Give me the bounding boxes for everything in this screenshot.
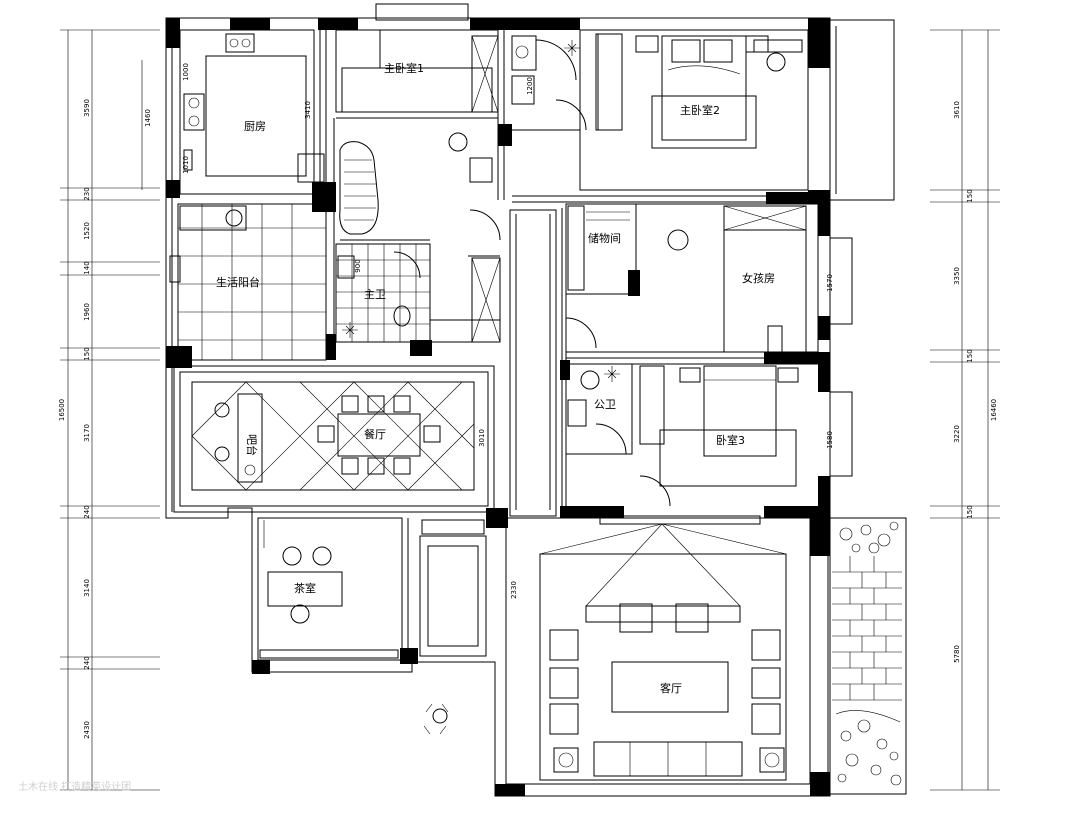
dim-right-seg-0: 3610 xyxy=(953,101,961,119)
dim-right-seg-1: 150 xyxy=(966,189,974,202)
master-bed-1-fixtures xyxy=(339,30,501,241)
left-dimension-chain: 16500 3590 230 1520 140 1960 150 3170 24… xyxy=(58,29,190,791)
structural-walls xyxy=(166,18,830,796)
dim-left-total: 16500 xyxy=(58,399,66,421)
label-master-bedroom-2: 主卧室2 xyxy=(680,103,720,117)
living-room-fixtures xyxy=(539,523,787,777)
dim-pool-depth: 2330 xyxy=(510,581,518,599)
label-kitchen: 厨房 xyxy=(244,120,266,133)
dining-fixtures xyxy=(191,381,475,491)
tea-room-fixtures xyxy=(259,520,399,659)
dim-left-seg-7: 240 xyxy=(83,505,91,518)
dim-left-inner-0: 1000 xyxy=(182,63,190,81)
dim-left-seg-9: 240 xyxy=(83,656,91,669)
label-bathroom-main: 主卫 xyxy=(364,288,386,301)
dim-left-inner-2: 1010 xyxy=(182,156,190,174)
label-tea-room: 茶室 xyxy=(294,581,316,595)
master-bath-upper-fixtures xyxy=(511,35,587,131)
dim-bath-width: 900 xyxy=(354,259,362,272)
dim-left-seg-4: 1960 xyxy=(83,303,91,321)
storage-daughter-fixtures xyxy=(565,205,807,353)
living-balcony-tiles xyxy=(169,204,326,360)
label-dining: 餐厅 xyxy=(364,427,386,441)
dim-left-seg-5: 150 xyxy=(83,347,91,360)
dim-right-seg-6: 5780 xyxy=(953,645,961,663)
label-master-bedroom-1: 主卧室1 xyxy=(384,61,424,75)
dim-left-seg-0: 3590 xyxy=(83,99,91,117)
dim-left-seg-10: 2430 xyxy=(83,721,91,739)
right-dimension-chain: 16460 3610 150 3350 150 3220 150 5780 15… xyxy=(826,29,1000,791)
main-bath-fixtures xyxy=(336,244,430,342)
dim-left-seg-2: 1520 xyxy=(83,222,91,240)
label-storage: 储物间 xyxy=(588,231,621,245)
dim-upper-bath: 1200 xyxy=(526,77,534,95)
dim-right-seg-3: 150 xyxy=(966,349,974,362)
label-living-balcony: 生活阳台 xyxy=(216,275,260,289)
master-bed-2-fixtures xyxy=(597,33,803,149)
exterior-outline xyxy=(165,3,907,797)
dim-right-seg-4: 3220 xyxy=(953,425,961,443)
guest-bath-bedroom3-fixtures xyxy=(567,365,799,507)
dim-left-seg-8: 3140 xyxy=(83,579,91,597)
dim-kitchen-depth: 3410 xyxy=(304,101,312,119)
dim-right-seg-2: 3350 xyxy=(953,267,961,285)
label-bedroom-3: 卧室3 xyxy=(716,433,745,447)
label-bar: 吧台 xyxy=(245,434,259,456)
room-labels: 厨房 主卧室1 主卧室2 生活阳台 主卫 储物间 女孩房 公卫 卧室3 餐厅 吧… xyxy=(216,61,775,695)
dim-left-seg-6: 3170 xyxy=(83,424,91,442)
dim-right-seg-5: 150 xyxy=(966,505,974,518)
dim-left-seg-3: 140 xyxy=(83,261,91,274)
label-bathroom-guest: 公卫 xyxy=(594,398,616,411)
dim-dining-depth: 3010 xyxy=(478,429,486,447)
dim-left-inner-1: 1460 xyxy=(144,109,152,127)
inner-dimensions: 3410 3010 2330 900 1200 xyxy=(304,77,534,599)
garden-fixtures xyxy=(832,521,902,786)
dim-left-seg-1: 230 xyxy=(83,187,91,200)
dim-right-total: 16460 xyxy=(990,399,998,421)
entrance-marker xyxy=(423,703,449,735)
kitchen-fixtures xyxy=(183,33,325,183)
label-living-room: 客厅 xyxy=(660,681,682,695)
watermark: 土木在线 打造精英设计团 xyxy=(18,780,131,793)
label-daughter-room: 女孩房 xyxy=(742,271,775,285)
